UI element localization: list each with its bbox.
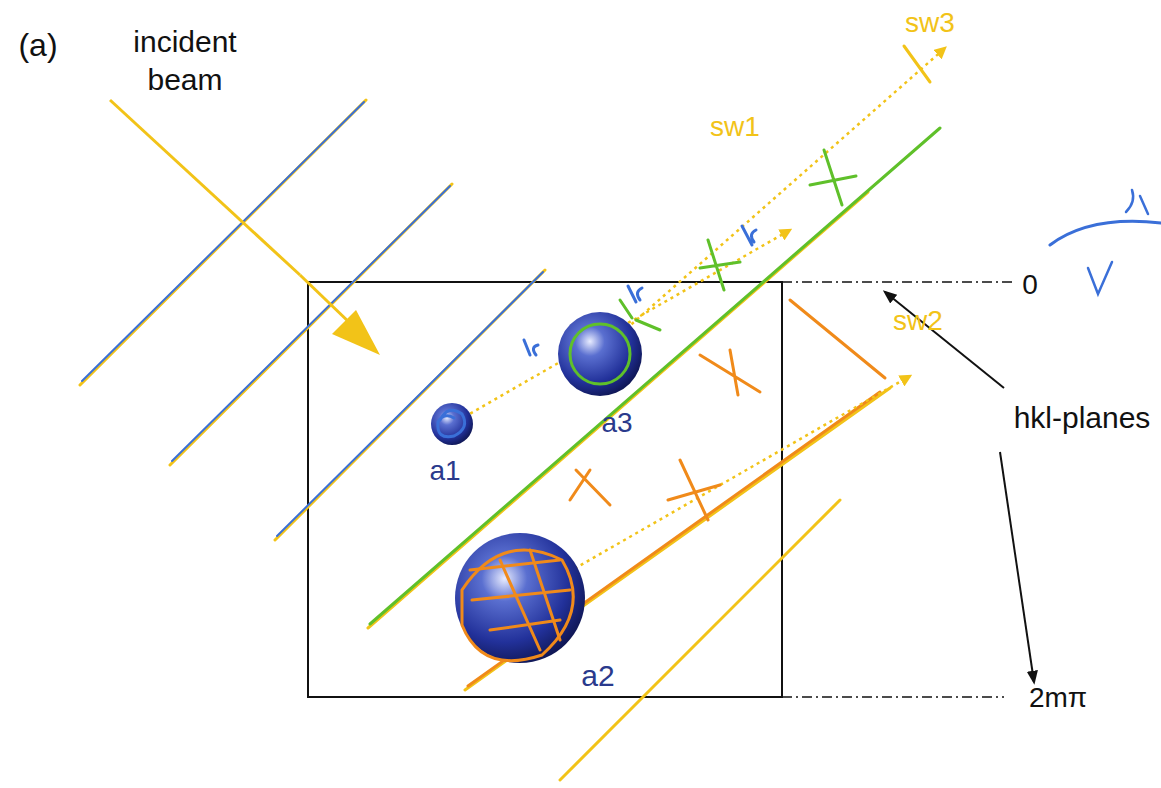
- wave-label: sw2: [893, 303, 943, 338]
- beam-label: incident beam: [110, 23, 260, 98]
- wave-label: sw1: [710, 109, 760, 144]
- hkl-plane-lines: [80, 100, 940, 780]
- unit-cell: [308, 282, 782, 697]
- reference-lines: [782, 282, 1034, 697]
- atom-label: a3: [601, 405, 632, 440]
- wave-label: sw3: [905, 5, 955, 40]
- incident-beam-arrow: [110, 100, 380, 355]
- atoms: [431, 312, 642, 663]
- panel-label: (a): [18, 25, 57, 65]
- scattered-wave-arrows: [452, 48, 945, 600]
- atom-label: a1: [429, 453, 460, 488]
- wavefront-ticks: [524, 46, 930, 520]
- atom-label: a2: [581, 657, 614, 695]
- plane-index: 0: [1022, 267, 1038, 302]
- plane-index: 2mπ: [1029, 680, 1087, 715]
- handwritten-marks: [438, 190, 1161, 661]
- planes-label: hkl-planes: [1014, 399, 1151, 437]
